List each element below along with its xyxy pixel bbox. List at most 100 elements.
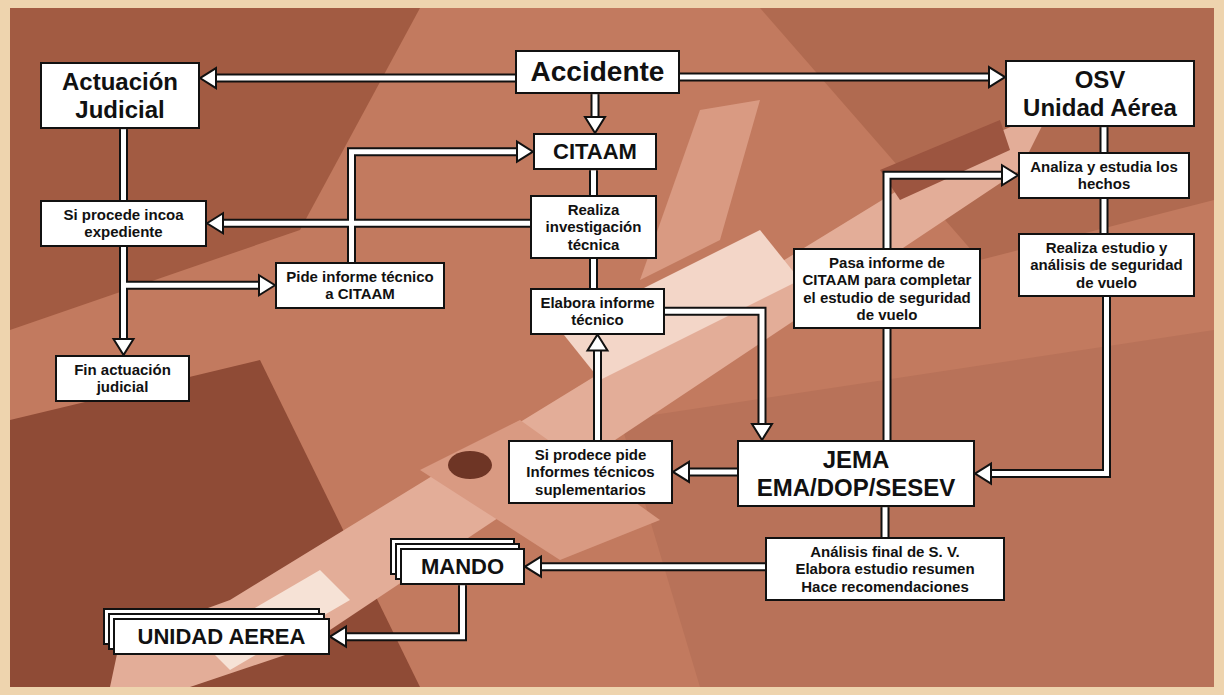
arrowhead — [975, 464, 991, 484]
box-text: JEMA — [745, 446, 967, 474]
process-box: Realiza estudio y análisis de seguridad … — [1018, 233, 1195, 297]
connector-outline — [352, 152, 521, 262]
arrowhead — [989, 67, 1005, 87]
box-text: MANDO — [408, 554, 517, 579]
box-text: EMA/DOP/SESEV — [745, 474, 967, 502]
connector-line — [883, 507, 888, 537]
aircraft-fuselage — [110, 110, 1050, 687]
connector-outline — [213, 74, 515, 83]
connector-outline — [1100, 199, 1109, 234]
flow-arrow — [525, 557, 765, 577]
connector-line — [121, 129, 126, 200]
heading-box: OSVUnidad Aérea — [1005, 60, 1195, 127]
connector-outlines — [124, 77, 1107, 637]
arrowhead — [585, 117, 605, 133]
flow-arrow — [588, 335, 608, 441]
process-box: Pasa informe de CITAAM para completar el… — [793, 248, 981, 329]
connector-line — [213, 76, 515, 81]
connector-line — [1102, 127, 1107, 152]
heading-box: Actuación Judicial — [40, 62, 200, 129]
flow-arrow — [207, 213, 530, 233]
connectors — [114, 67, 1107, 647]
arrowhead — [114, 339, 134, 355]
box-text: Accidente — [523, 56, 672, 88]
aircraft-tail — [880, 120, 1010, 200]
connector-outline — [680, 73, 992, 82]
process-box: Analiza y estudia los hechos — [1018, 152, 1190, 199]
connector-outline — [883, 329, 892, 440]
flow-arrow — [123, 129, 124, 200]
connector-line — [665, 311, 762, 427]
flow-arrow — [1104, 199, 1105, 234]
arrowhead — [200, 68, 216, 88]
box-text: Si procede incoa expediente — [48, 206, 199, 241]
process-box: Elabora informe técnico — [530, 288, 665, 335]
box-text: Realiza investigación técnica — [538, 201, 649, 253]
box-text: Elabora estudio resumen — [773, 560, 997, 577]
flow-arrow — [352, 142, 534, 262]
connector-line — [591, 170, 596, 195]
box-text: Analiza y estudia los hechos — [1026, 158, 1182, 193]
connector-line — [538, 564, 765, 569]
flow-arrow — [200, 68, 515, 88]
dark-patch — [760, 8, 1214, 260]
flow-arrow — [593, 259, 594, 288]
connector-outline — [589, 259, 598, 288]
photo-ground — [10, 8, 1214, 687]
box-text: Si prodece pide Informes técnicos suplem… — [516, 446, 665, 498]
connector-outline — [665, 311, 762, 427]
connector-line — [887, 175, 1005, 248]
flow-arrow — [1104, 127, 1105, 152]
dark-patch — [620, 330, 1214, 687]
flow-arrow — [330, 585, 463, 646]
connector-outline — [686, 467, 737, 476]
connector-line — [885, 329, 890, 440]
box-text: Pasa informe de CITAAM para completar el… — [801, 254, 973, 323]
connector-outline — [119, 129, 128, 200]
arrowhead — [330, 627, 346, 647]
connector-line — [220, 221, 530, 226]
connector-outline — [343, 585, 463, 636]
process-box: Fin actuación judicial — [55, 355, 190, 402]
connector-outline — [988, 297, 1107, 474]
flow-arrow — [887, 165, 1018, 248]
heading-box: Accidente — [515, 50, 680, 94]
arrowhead — [525, 557, 541, 577]
connector-outline — [887, 175, 1005, 248]
box-text: Unidad Aérea — [1013, 94, 1187, 122]
heading-box: MANDO — [400, 548, 525, 585]
process-box: Análisis final de S. V.Elabora estudio r… — [765, 537, 1005, 601]
process-box: Pide informe técnico a CITAAM — [275, 262, 445, 309]
connector-outline — [589, 170, 598, 195]
process-box: Si prodece pide Informes técnicos suplem… — [508, 440, 673, 504]
arrowhead — [1002, 165, 1018, 185]
box-text: Realiza estudio y análisis de seguridad … — [1026, 239, 1187, 291]
arrowhead — [517, 142, 533, 162]
process-box: Realiza investigación técnica — [530, 195, 657, 259]
arrowhead — [673, 462, 689, 482]
heading-box: UNIDAD AEREA — [113, 618, 330, 655]
connector-line — [124, 247, 263, 286]
box-text: Hace recomendaciones — [773, 578, 997, 595]
connector-line — [1102, 199, 1107, 234]
connector-outline — [1100, 127, 1109, 152]
flow-arrow — [975, 297, 1107, 484]
arrowhead — [588, 335, 608, 351]
box-text: Actuación Judicial — [48, 68, 192, 123]
box-text: Análisis final de S. V. — [773, 543, 997, 560]
flow-arrow — [665, 311, 772, 440]
connector-line — [343, 585, 463, 636]
connector-outline — [538, 562, 765, 571]
connector-outline — [124, 247, 263, 286]
connector-line — [686, 469, 737, 474]
flow-arrow — [124, 247, 276, 296]
box-text: UNIDAD AEREA — [121, 624, 322, 649]
flow-arrow — [680, 67, 1005, 87]
flow-arrow — [593, 170, 594, 195]
connector-outline — [593, 348, 602, 441]
arrowhead — [752, 424, 772, 440]
connector-outline — [881, 507, 890, 537]
connector-line — [591, 259, 596, 288]
